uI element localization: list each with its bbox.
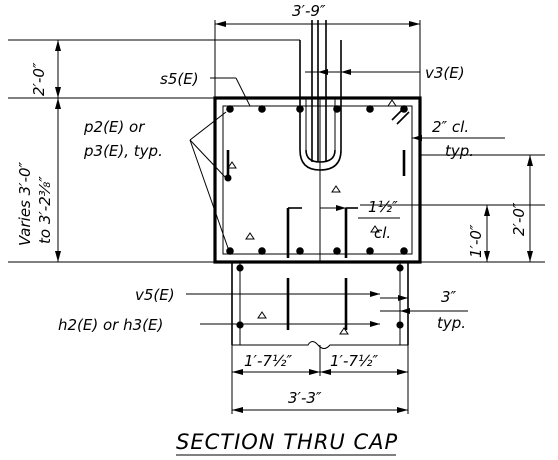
lower-column bbox=[231, 262, 409, 349]
clear-bottom-text: 3″ bbox=[441, 288, 457, 306]
right-dimensions: 2′-0″ 1′-0″ bbox=[360, 154, 545, 263]
inner-stirrups bbox=[286, 205, 358, 258]
clear-bottom-typ-text: typ. bbox=[437, 314, 466, 332]
cap-bar-dots bbox=[226, 105, 408, 255]
v5-text: v5(E) bbox=[135, 286, 175, 304]
right-cap-height-text: 2′-0″ bbox=[510, 202, 528, 236]
clear-top-callout: 2″ cl. typ. bbox=[412, 118, 505, 160]
clear-inner-text: 1½″ bbox=[368, 198, 398, 216]
clear-bottom-callout: 3″ typ. bbox=[380, 288, 468, 332]
h2-text: h2(E) or h3(E) bbox=[58, 316, 163, 334]
section-title: SECTION THRU CAP bbox=[176, 430, 398, 456]
v3-text: v3(E) bbox=[425, 64, 465, 82]
concrete-specks bbox=[227, 99, 397, 335]
label-p2: p2(E) or p3(E), typ. bbox=[83, 111, 229, 249]
clear-top-typ-text: typ. bbox=[445, 142, 474, 160]
label-v3: v3(E) bbox=[341, 64, 465, 82]
cap-section bbox=[213, 96, 422, 264]
half-left-text: 1′-7½″ bbox=[244, 352, 292, 370]
left-dimensions: 2′-0″ Varies 3′-0″ to 3′-2⅜″ bbox=[8, 39, 300, 263]
half-right-text: 1′-7½″ bbox=[330, 352, 378, 370]
right-inner-height-text: 1′-0″ bbox=[467, 224, 485, 258]
label-s5: s5(E) bbox=[160, 70, 251, 107]
top-width-text: 3′-9″ bbox=[292, 2, 326, 20]
title-text: SECTION THRU CAP bbox=[176, 430, 398, 454]
label-v5: v5(E) bbox=[135, 286, 380, 304]
clear-top-text: 2″ cl. bbox=[432, 118, 469, 136]
clear-inner-cl-text: cl. bbox=[374, 224, 391, 242]
label-h2: h2(E) or h3(E) bbox=[58, 316, 380, 334]
cap-varies-line2: to 3′-2⅜″ bbox=[36, 176, 54, 244]
p2-line1: p2(E) or bbox=[83, 118, 145, 136]
bottom-dimensions: 1′-7½″ 1′-7½″ 3′-3″ bbox=[231, 345, 409, 414]
bottom-width-text: 3′-3″ bbox=[288, 389, 322, 407]
s5-text: s5(E) bbox=[160, 70, 199, 88]
cap-varies-line1: Varies 3′-0″ bbox=[16, 161, 34, 246]
p2-line2: p3(E), typ. bbox=[83, 142, 163, 160]
upper-height-text: 2′-0″ bbox=[30, 62, 48, 96]
clear-inner-callout: 1½″ cl. bbox=[358, 198, 400, 242]
